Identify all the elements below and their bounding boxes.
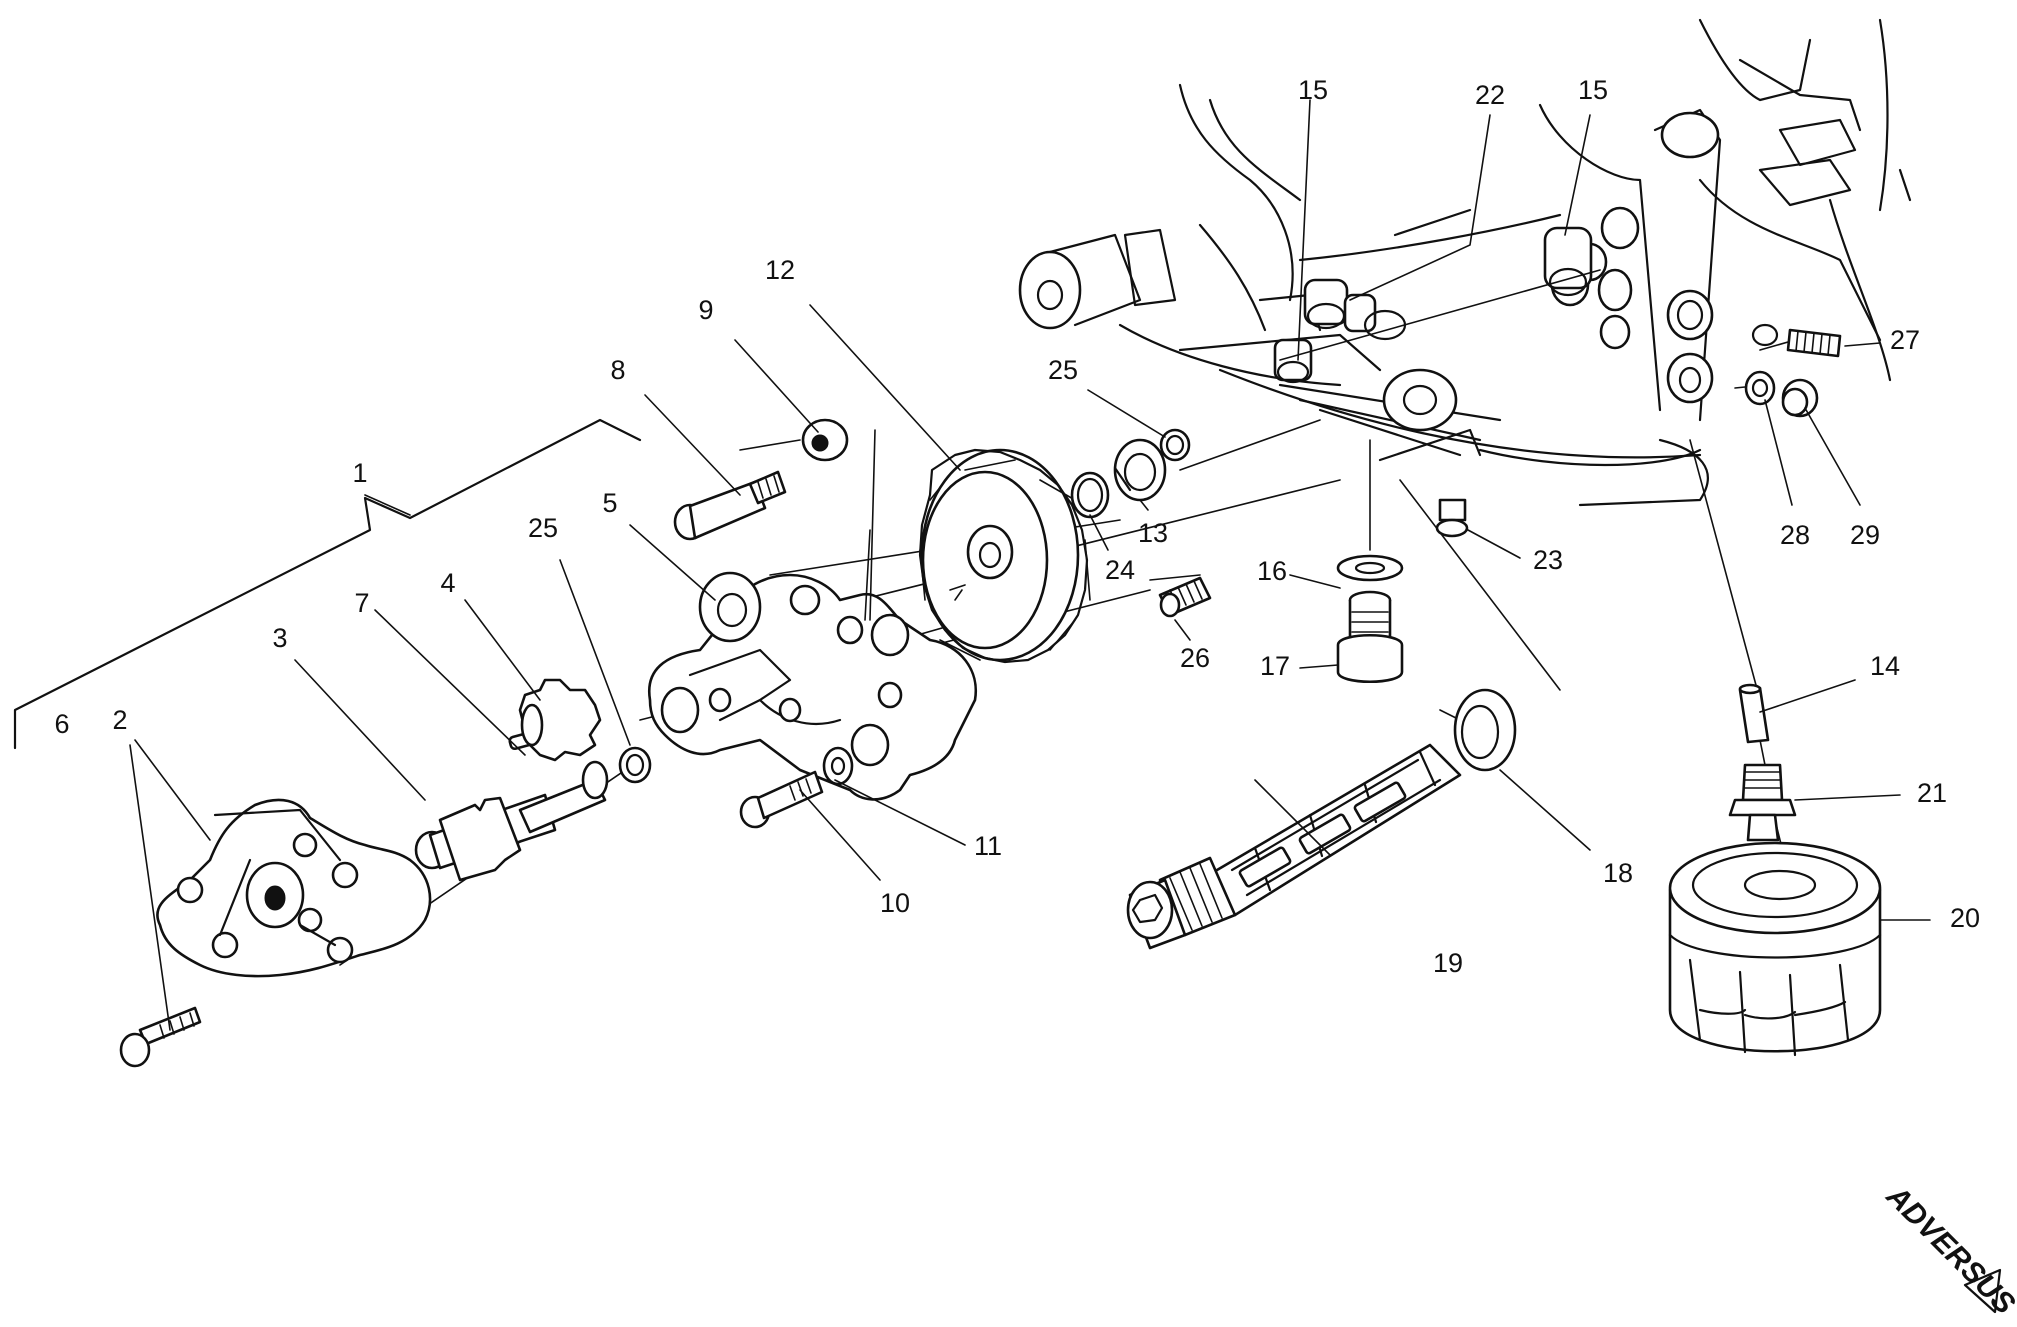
- bushing-13: [1113, 438, 1167, 502]
- idler-gear: [918, 448, 1091, 664]
- callout-22: 22: [1475, 80, 1505, 110]
- callout-29: 29: [1850, 520, 1880, 550]
- washer-28: [1744, 370, 1776, 406]
- pump-cover: [156, 798, 432, 978]
- filter-nipple-21: [1728, 763, 1797, 842]
- pump-gear: [518, 678, 602, 762]
- callout-16: 16: [1257, 556, 1287, 586]
- sealing-washer-18: [1453, 688, 1517, 772]
- assembly-bracket: [13, 418, 642, 750]
- callout-28: 28: [1780, 520, 1810, 550]
- o-ring-24: [1070, 471, 1110, 519]
- pump-body: [647, 571, 978, 801]
- callout-labels: 1 2 3 4 5 6 7 8 9 10 11 12 13 14 15 15 1…: [54, 75, 1980, 978]
- dowel-14: [1738, 683, 1770, 744]
- spring-26: [1158, 576, 1212, 618]
- plug-29: [1781, 378, 1819, 418]
- callout-21: 21: [1917, 778, 1947, 808]
- callout-10: 10: [880, 888, 910, 918]
- leader-lines: [129, 99, 1931, 1031]
- plug-23: [1435, 498, 1469, 538]
- callout-20: 20: [1950, 903, 1980, 933]
- callout-15b: 15: [1578, 75, 1608, 105]
- washer-11: [822, 746, 854, 786]
- callout-12: 12: [765, 255, 795, 285]
- bolt-10: [739, 770, 824, 829]
- callout-4: 4: [440, 568, 455, 598]
- callout-13: 13: [1138, 518, 1168, 548]
- sealing-washer-16: [1336, 554, 1404, 582]
- engine-crankcase: [1018, 18, 1912, 507]
- screw-6: [119, 1006, 202, 1068]
- callout-24: 24: [1105, 555, 1135, 585]
- oil-filter-20: [1668, 841, 1882, 1057]
- callout-6: 6: [54, 709, 69, 739]
- oil-strainer-19: [1126, 743, 1462, 950]
- callout-14: 14: [1870, 651, 1900, 681]
- callout-19: 19: [1433, 948, 1463, 978]
- circlip-upper: [1159, 428, 1191, 462]
- callout-3: 3: [272, 623, 287, 653]
- callout-11: 11: [974, 831, 1002, 861]
- watermark: ADVERSUS: [1879, 1179, 2017, 1321]
- callout-9: 9: [698, 295, 713, 325]
- callout-18: 18: [1603, 858, 1633, 888]
- bolt-8: [673, 470, 787, 541]
- callout-5: 5: [602, 488, 617, 518]
- callout-7: 7: [354, 588, 369, 618]
- callout-23: 23: [1533, 545, 1563, 575]
- callout-1: 1: [352, 458, 367, 488]
- callout-8: 8: [610, 355, 625, 385]
- callout-27: 27: [1890, 325, 1920, 355]
- callout-17: 17: [1260, 651, 1290, 681]
- stud-27: [1786, 328, 1842, 358]
- drive-shaft-gear: [414, 760, 609, 882]
- circlip-lower: [618, 746, 652, 784]
- callout-25a: 25: [528, 513, 558, 543]
- drain-plug-17: [1336, 590, 1404, 684]
- callout-26: 26: [1180, 643, 1210, 673]
- callout-15a: 15: [1298, 75, 1328, 105]
- direction-arrow-icon: [1963, 1268, 2002, 1314]
- washer-9: [801, 418, 849, 462]
- callout-2: 2: [112, 705, 127, 735]
- callout-25b: 25: [1048, 355, 1078, 385]
